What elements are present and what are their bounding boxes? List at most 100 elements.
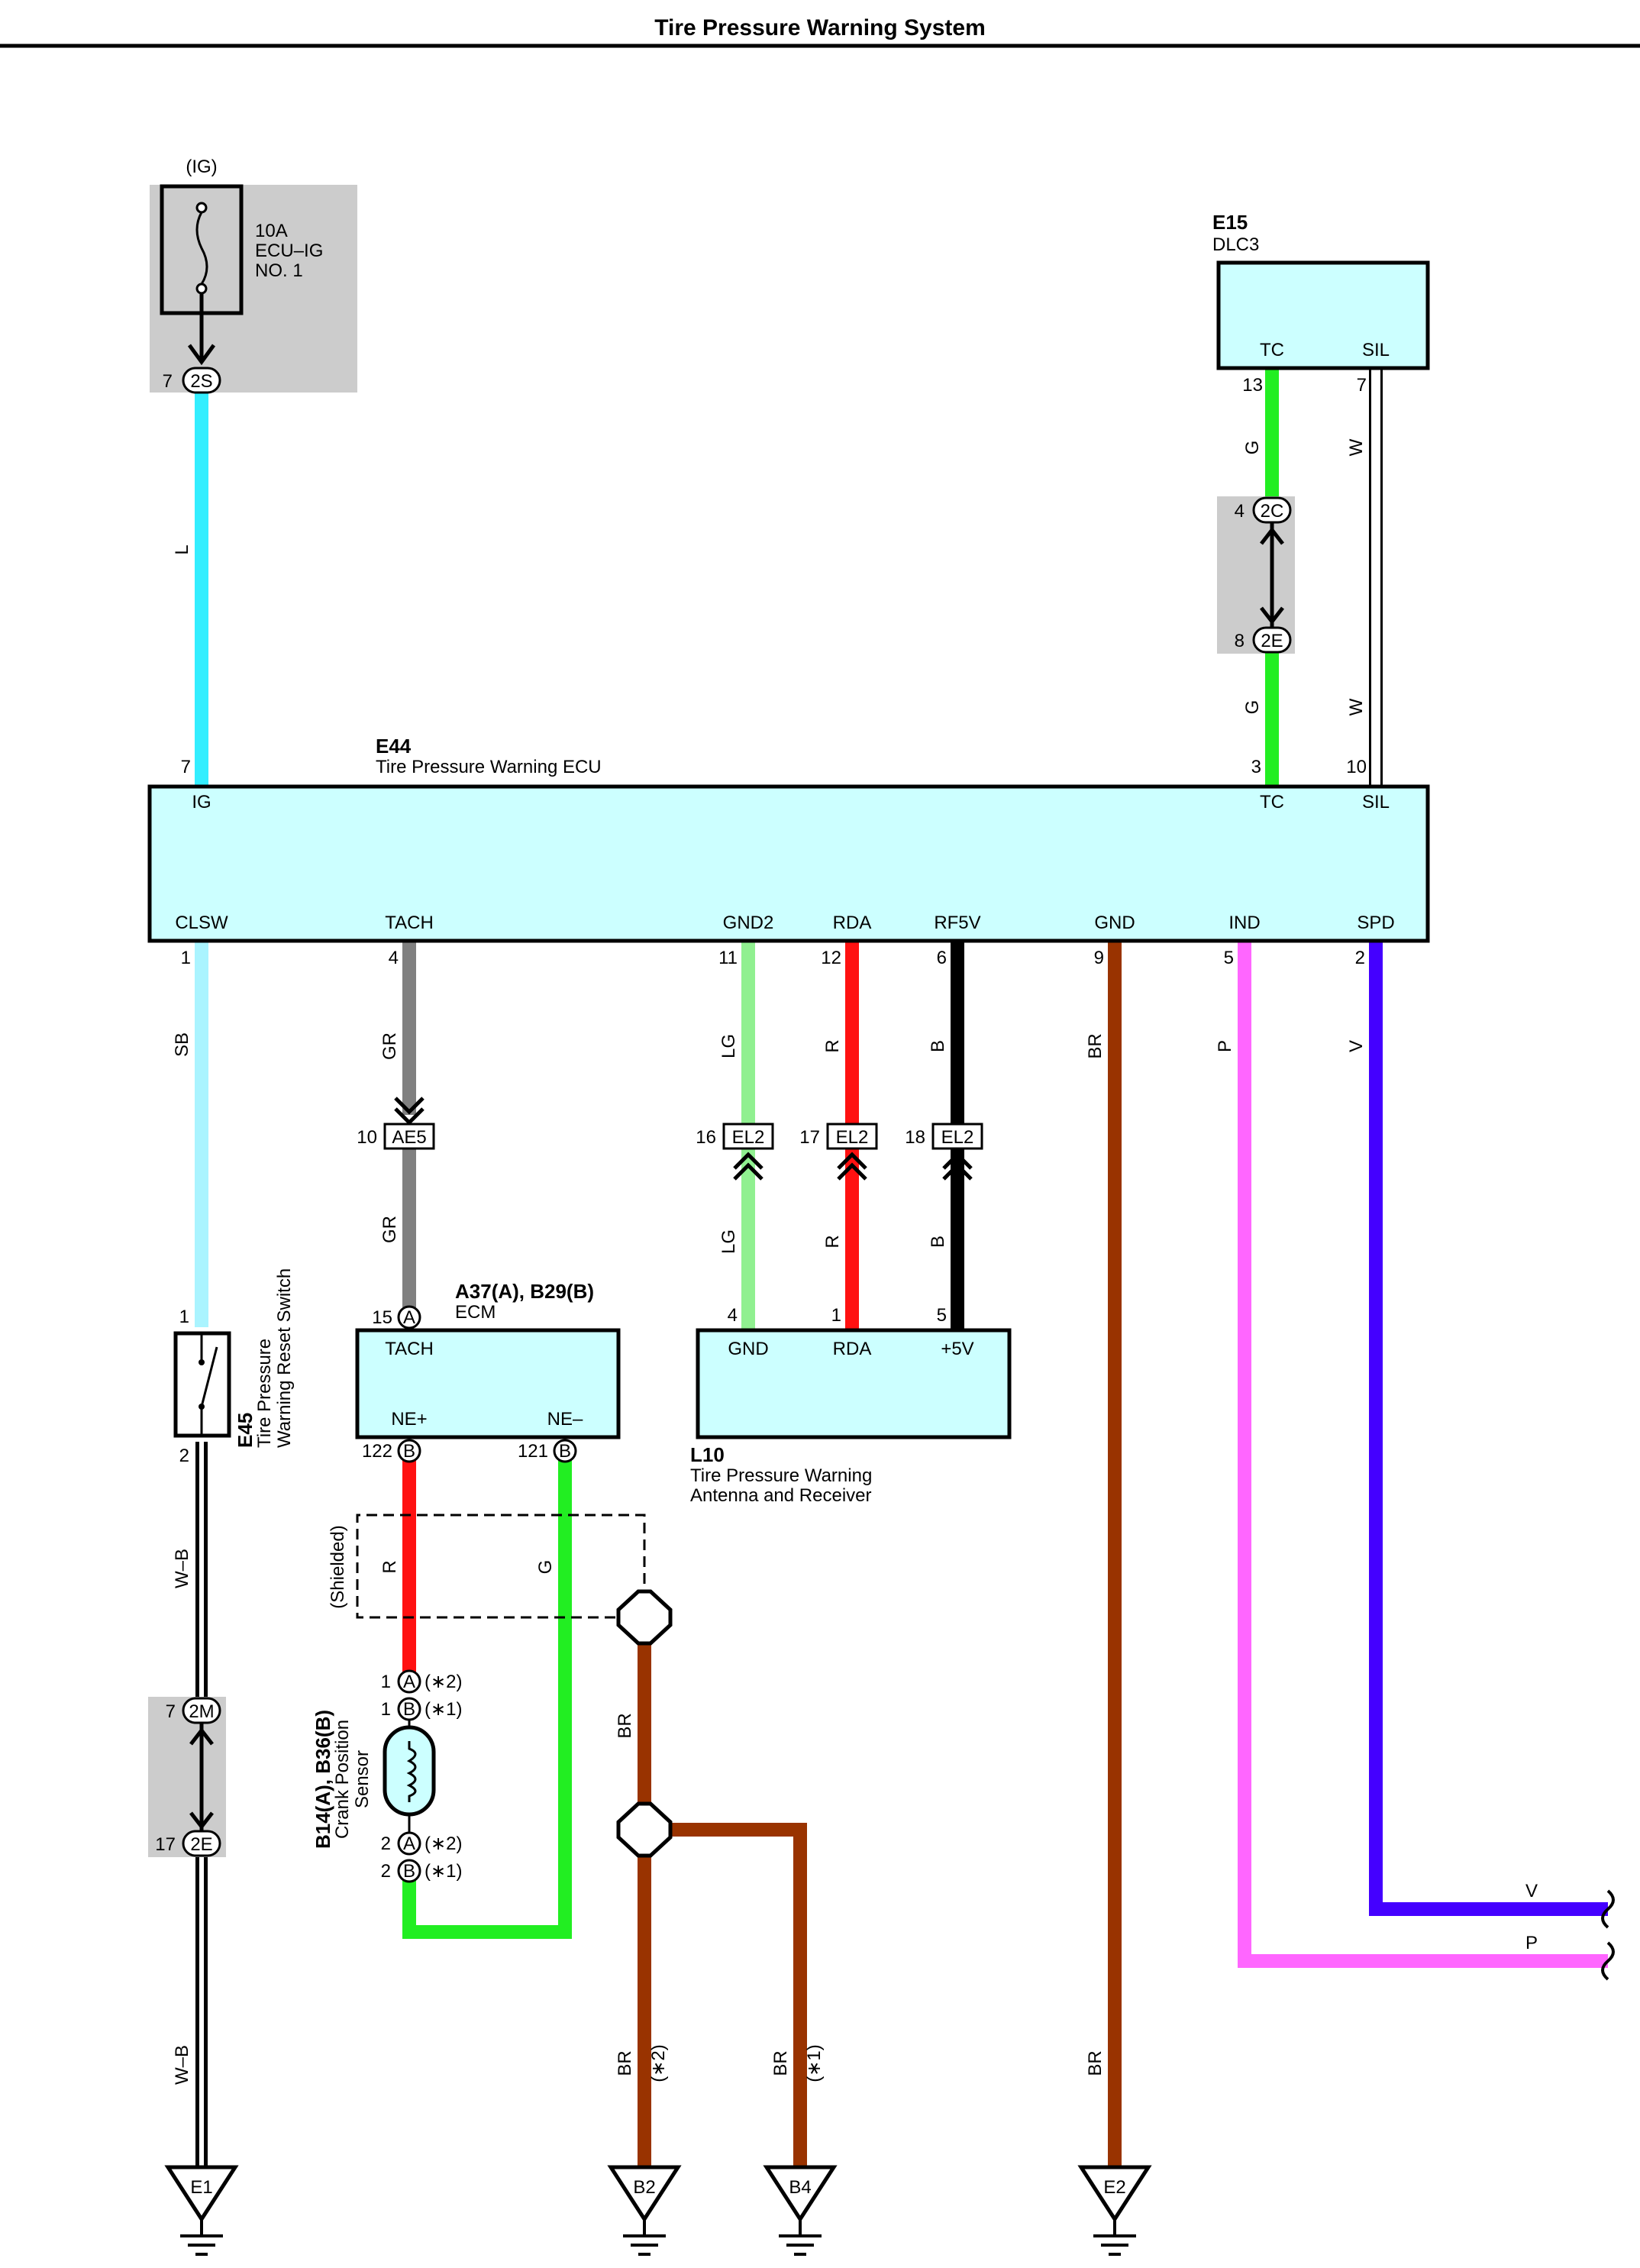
ground-e2-symbol bbox=[1093, 2219, 1136, 2256]
dlc3-box bbox=[1216, 260, 1430, 370]
connector-el2-16-pin: 16 bbox=[696, 1127, 716, 1148]
code-sil-upper: W bbox=[1346, 438, 1367, 456]
arrow-2e-sw bbox=[189, 1811, 214, 1830]
code-tach2: GR bbox=[379, 1216, 400, 1243]
sensor-pin-1a-num: 1 bbox=[381, 1672, 391, 1692]
switch-code: E45 bbox=[234, 1413, 257, 1448]
receiver-term-5v: +5V bbox=[941, 1339, 973, 1359]
code-tc-lower: G bbox=[1242, 700, 1263, 715]
connector-2m bbox=[182, 1697, 221, 1724]
sensor-pin-2b-term: B bbox=[403, 1861, 415, 1882]
ecu-name: Tire Pressure Warning ECU bbox=[376, 757, 602, 777]
fuse-block-shade bbox=[150, 185, 357, 393]
connector-el2-18 bbox=[931, 1123, 983, 1150]
ecu-term-ind: IND bbox=[1228, 913, 1260, 933]
connector-2c-pin: 4 bbox=[1235, 501, 1245, 522]
receiver-code: L10 bbox=[690, 1443, 725, 1466]
code-spd: V bbox=[1346, 1040, 1367, 1052]
ground-e2: E2 bbox=[1077, 2165, 1152, 2256]
code-rda-2: R bbox=[822, 1235, 843, 1248]
ecm-tach-label: TACH bbox=[385, 1339, 434, 1359]
ecu-pin-gnd: 9 bbox=[1094, 948, 1104, 968]
ecu-box bbox=[147, 784, 1430, 943]
ground-e1-label: E1 bbox=[190, 2177, 212, 2198]
code-rf5v-2: B bbox=[928, 1236, 948, 1248]
ecu-term-tach: TACH bbox=[385, 913, 434, 933]
connector-2e-sw-pin: 17 bbox=[155, 1834, 176, 1855]
sensor-pin-1a bbox=[397, 1669, 421, 1694]
wire-ne-minus bbox=[402, 1451, 572, 1939]
arrow-el2-16 bbox=[733, 1152, 764, 1181]
ground-b2-label: B2 bbox=[633, 2177, 655, 2198]
sensor-pin-2a-note: (∗2) bbox=[425, 1833, 462, 1854]
ecu-pin-spd: 2 bbox=[1355, 948, 1365, 968]
ground-e2-label: E2 bbox=[1103, 2177, 1125, 2198]
receiver-name1: Tire Pressure Warning bbox=[690, 1465, 872, 1486]
connector-el2-17-pin: 17 bbox=[799, 1127, 820, 1148]
connector-2e-dlc bbox=[1252, 626, 1292, 654]
sensor-pin-1b-num: 1 bbox=[381, 1699, 391, 1720]
ecm-outline bbox=[355, 1328, 621, 1439]
ecm-tach-pin: 15 bbox=[372, 1307, 392, 1328]
ecu-term-spd: SPD bbox=[1357, 913, 1394, 933]
connector-ae5-pin: 10 bbox=[357, 1127, 377, 1148]
wire-ind bbox=[1238, 941, 1608, 1968]
connector-2e-sw-label: 2E bbox=[190, 1834, 212, 1855]
ecu-code: E44 bbox=[376, 735, 412, 758]
code-sw-gnd2: W–B bbox=[172, 2045, 192, 2085]
ecm-ne-minus: NE– bbox=[547, 1409, 583, 1430]
sensor-pin-2a bbox=[397, 1831, 421, 1856]
connector-2c bbox=[1252, 496, 1292, 524]
code-sw-gnd1: W–B bbox=[172, 1549, 192, 1588]
connector-2s-label: 2S bbox=[190, 371, 212, 392]
receiver-term-gnd: GND bbox=[728, 1339, 768, 1359]
code-ig: L bbox=[172, 544, 192, 554]
connector-2m-pin: 7 bbox=[166, 1701, 176, 1722]
connector-el2-18-pin: 18 bbox=[905, 1127, 925, 1148]
sensor-name2: Sensor bbox=[352, 1750, 373, 1808]
connector-ae5 bbox=[383, 1123, 435, 1150]
ground-e2-triangle bbox=[1077, 2165, 1152, 2223]
code-ind: P bbox=[1215, 1040, 1235, 1052]
code-tc-upper: G bbox=[1242, 441, 1263, 455]
code-gnd2-1: LG bbox=[718, 1034, 739, 1058]
code-sil-lower: W bbox=[1346, 698, 1367, 716]
code-rda-1: R bbox=[822, 1039, 843, 1052]
receiver-pin-gnd: 4 bbox=[728, 1305, 738, 1326]
ecu-pin-gnd2: 11 bbox=[718, 948, 738, 968]
ecu-term-gnd2: GND2 bbox=[723, 913, 774, 933]
ecm-tach-term-letter: A bbox=[403, 1307, 415, 1328]
dlc3-pin-tc: 13 bbox=[1242, 375, 1263, 396]
sensor-pin-1a-note: (∗2) bbox=[425, 1672, 462, 1692]
ecm-ne-plus-term-letter: B bbox=[403, 1441, 415, 1462]
fuse-name1: ECU–IG bbox=[255, 241, 323, 261]
ground-b2-triangle bbox=[607, 2165, 682, 2223]
page-title: Tire Pressure Warning System bbox=[654, 15, 986, 40]
sensor-pin-1b-note: (∗1) bbox=[425, 1699, 462, 1720]
dlc3-pin-sil: 7 bbox=[1357, 375, 1367, 396]
wire-break-v bbox=[1601, 1889, 1615, 1929]
ground-b4-label: B4 bbox=[789, 2177, 811, 2198]
ground-e1-triangle bbox=[164, 2165, 239, 2223]
code-clsw: SB bbox=[172, 1032, 192, 1057]
ground-b4-triangle bbox=[763, 2165, 838, 2223]
receiver-name2: Antenna and Receiver bbox=[690, 1485, 872, 1506]
sensor-pin-2b bbox=[397, 1859, 421, 1883]
code-tach1: GR bbox=[379, 1032, 400, 1060]
note-b4: (∗1) bbox=[804, 2044, 825, 2082]
code-gnd2-2: LG bbox=[718, 1229, 739, 1254]
arrow-2e bbox=[1260, 606, 1284, 625]
receiver-pin-rda: 1 bbox=[831, 1305, 841, 1326]
sensor-pin-2b-num: 2 bbox=[381, 1861, 391, 1882]
fuse-pin: 7 bbox=[163, 371, 173, 392]
ecu-term-rda: RDA bbox=[833, 913, 872, 933]
note-b2: (∗2) bbox=[648, 2044, 669, 2082]
connector-el2-18-label: EL2 bbox=[941, 1127, 974, 1148]
ecm-ne-plus-term bbox=[397, 1439, 421, 1463]
switch-name2: Warning Reset Switch bbox=[274, 1268, 295, 1448]
arrow-ae5 bbox=[394, 1097, 425, 1126]
connector-el2-17 bbox=[826, 1123, 878, 1150]
ecu-pin-tc: 3 bbox=[1251, 757, 1261, 777]
fuse-supply: (IG) bbox=[186, 157, 217, 177]
code-v-out: V bbox=[1525, 1881, 1538, 1901]
